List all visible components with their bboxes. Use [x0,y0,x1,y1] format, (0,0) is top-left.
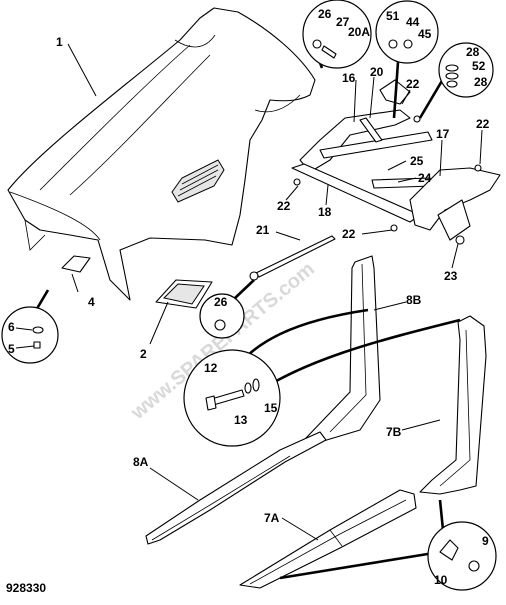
callout-15: 15 [264,401,278,415]
callout-12: 12 [204,361,218,375]
pad-part-4 [61,255,91,273]
callout-4: 4 [88,295,95,309]
vent-grille [171,159,225,203]
callout-25: 25 [410,154,424,168]
callout-23: 23 [444,269,458,283]
callout-22-a: 22 [406,77,420,91]
detail-circle-9-10 [427,521,497,591]
callout-26-b: 26 [214,295,228,309]
callout-22-d: 22 [342,227,356,241]
callout-8b: 8B [406,293,422,307]
callout-7b: 7B [386,425,402,439]
detail-circle-51-44-45 [375,0,439,64]
callout-5: 5 [8,342,15,356]
pillar-trim-7b [419,315,487,495]
callout-16: 16 [342,71,356,85]
callout-22-c: 22 [277,199,291,213]
detail-circle-26-27-20a [302,0,372,69]
callout-22-b: 22 [476,117,490,131]
callout-10: 10 [434,573,448,587]
callout-28-a: 28 [466,45,480,59]
callout-20a: 20A [348,25,370,39]
detail-circle-6-5 [1,306,59,364]
sill-trim-7a [239,489,417,589]
callout-17: 17 [436,127,450,141]
callout-7a: 7A [264,511,280,525]
detail-circle-12-13-15 [183,349,281,447]
callout-27: 27 [336,15,350,29]
callout-28-b: 28 [474,75,488,89]
callout-44: 44 [406,15,420,29]
detail-circle-28-52-28 [438,42,494,98]
sill-trim-8a [145,431,327,545]
callout-51: 51 [386,9,400,23]
callout-24: 24 [418,171,432,185]
callout-20: 20 [370,65,384,79]
callout-2: 2 [140,347,147,361]
callout-13: 13 [234,413,248,427]
callout-52: 52 [472,59,486,73]
detail-circle-26 [199,293,245,339]
callout-1: 1 [56,35,63,49]
callout-45: 45 [418,27,432,41]
callout-9: 9 [482,534,489,548]
callout-18: 18 [318,205,332,219]
callout-6: 6 [8,320,15,334]
callout-8a: 8A [133,455,149,469]
canopy-roof [7,7,316,301]
drawing-number: 928330 [6,581,46,595]
foot-pad-part-2 [155,279,213,309]
pillar-trim-8b [305,255,381,443]
callout-21: 21 [256,223,270,237]
rod-part-21 [249,235,336,281]
callout-26-a: 26 [318,7,332,21]
